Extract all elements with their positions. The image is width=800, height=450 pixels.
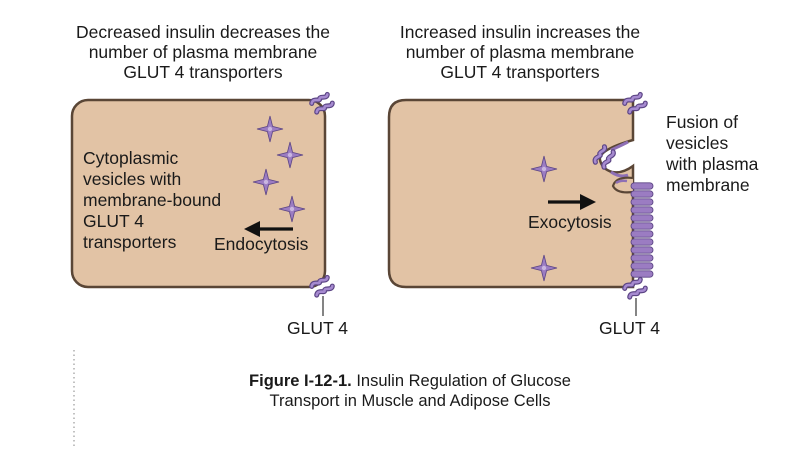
left-header-line: number of plasma membrane [88,42,318,62]
fusion-line: Fusion of [666,112,738,132]
left-header-line: GLUT 4 transporters [123,62,283,82]
right-cell [387,98,635,289]
left-glut4-label: GLUT 4 [287,318,348,338]
cyto-line: membrane-bound [83,190,222,210]
right-header-line: GLUT 4 transporters [440,62,600,82]
fusion-line: with plasma [666,154,759,174]
fusing-vesicle-lower [611,176,634,194]
caption-title-part1: Insulin Regulation of Glucose [351,372,571,390]
cyto-line: transporters [83,232,177,252]
right-header-line: Increased insulin increases the [399,22,641,42]
cyto-line: vesicles with [83,169,182,189]
caption-line-1: Figure I-12-1. Insulin Regulation of Glu… [160,371,660,391]
endocytosis-label: Endocytosis [214,234,309,254]
left-panel-header: Decreased insulin decreases the number o… [48,22,358,82]
caption-title-part2: Transport in Muscle and Adipose Cells [269,392,551,410]
right-panel-header: Increased insulin increases the number o… [370,22,670,82]
fusion-line: vesicles [666,133,729,153]
endocytosis-arrow [244,221,293,237]
figure-number: Figure I-12-1. [249,372,352,390]
cytoplasmic-vesicles-label: Cytoplasmic vesicles with membrane-bound… [83,148,221,253]
fusion-line: membrane [666,175,750,195]
figure-caption: Figure I-12-1. Insulin Regulation of Glu… [160,371,660,411]
cyto-line: Cytoplasmic [83,148,179,168]
right-header-line: number of plasma membrane [405,42,635,62]
exocytosis-label: Exocytosis [528,212,612,232]
right-membrane-transporter-array [630,182,654,278]
left-cell [70,98,327,289]
left-header-line: Decreased insulin decreases the [76,22,330,42]
fusion-label: Fusion of vesicles with plasma membrane [666,112,758,196]
cyto-line: GLUT 4 [83,211,144,231]
right-glut4-label: GLUT 4 [599,318,660,338]
exocytosis-arrow [548,194,596,210]
